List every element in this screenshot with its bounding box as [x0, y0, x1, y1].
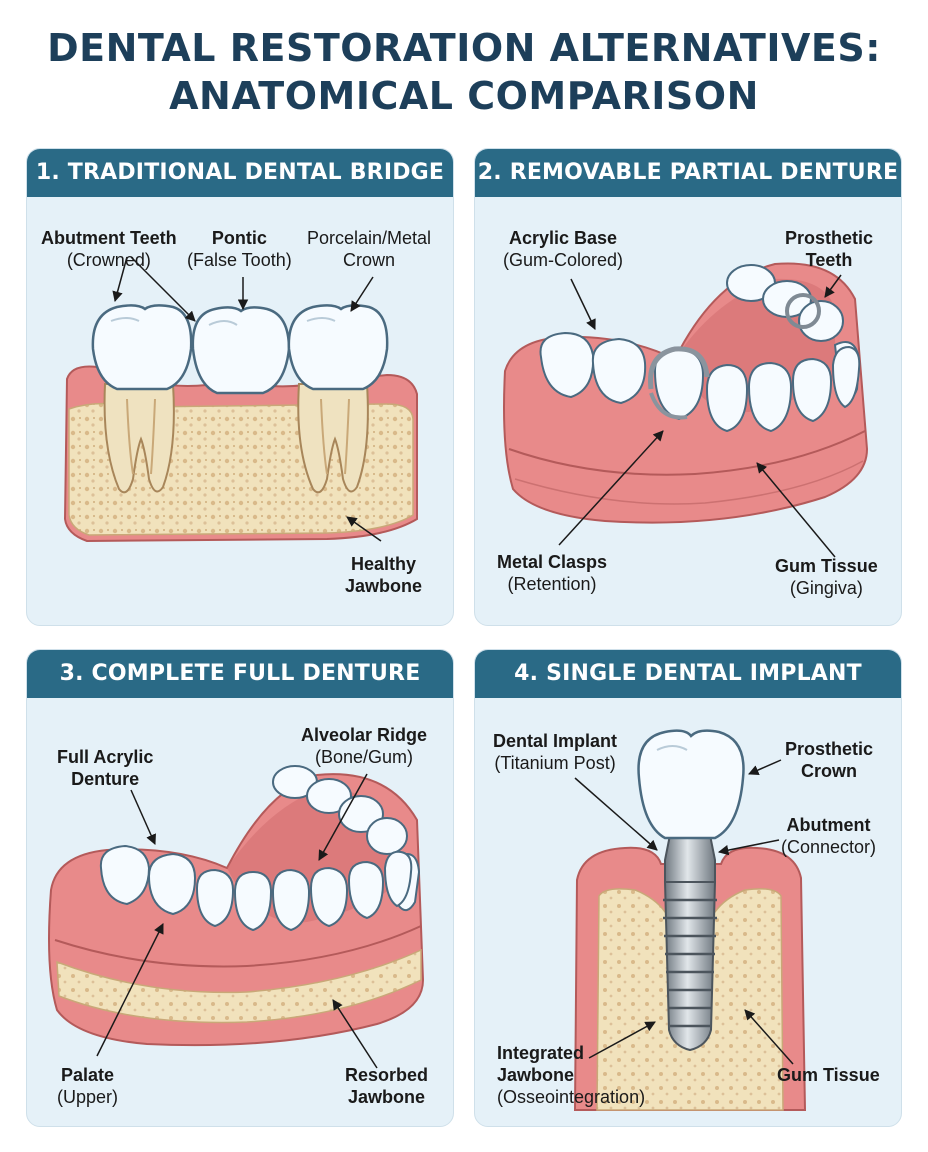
titanium-post [663, 881, 717, 1052]
panel-header-bridge: 1. TRADITIONAL DENTAL BRIDGE [27, 149, 453, 197]
clasp-back [785, 293, 821, 329]
abutment-root-left [103, 383, 175, 494]
page-title: DENTAL RESTORATION ALTERNATIVES: ANATOMI… [0, 24, 928, 120]
panel-header-implant: 4. SINGLE DENTAL IMPLANT [475, 650, 901, 698]
full-denture-illustration [48, 765, 425, 1069]
panel-header-partial-denture: 2. REMOVABLE PARTIAL DENTURE [475, 149, 901, 197]
denture-teeth-front [99, 844, 413, 932]
partial-denture-illustration [503, 262, 869, 558]
resorbed-jawbone [56, 948, 422, 1024]
prosthetic-crown [637, 729, 745, 840]
label-abutment: Abutment (Connector) [781, 815, 877, 857]
label-dental-implant: Dental Implant (Titanium Post) [493, 731, 618, 773]
label-full-acrylic-denture: Full Acrylic Denture [57, 747, 154, 789]
label-metal-clasps: Metal Clasps (Retention) [497, 552, 608, 594]
bridge-illustration [63, 256, 418, 543]
label-palate: Palate (Upper) [57, 1065, 119, 1107]
panel-dental-implant: 4. SINGLE DENTAL IMPLANT Dental Implant … [474, 649, 902, 1127]
abutment-crown-left [91, 304, 193, 391]
pontic-crown [191, 306, 291, 395]
prosthetic-teeth-front [539, 331, 861, 433]
label-abutment-teeth: Abutment Teeth (Crowned) [41, 228, 177, 270]
panel-header-full-denture: 3. COMPLETE FULL DENTURE [27, 650, 453, 698]
panel-full-denture: 3. COMPLETE FULL DENTURE Full Acrylic De… [26, 649, 454, 1127]
label-gum-tissue: Gum Tissue (Gingiva) [775, 556, 878, 598]
label-alveolar-ridge: Alveolar Ridge (Bone/Gum) [301, 725, 428, 767]
label-integrated-jawbone: Integrated Jawbone (Osseointegration) [497, 1043, 646, 1107]
metal-clasp [648, 346, 710, 390]
title-line-2: ANATOMICAL COMPARISON [169, 74, 759, 118]
panel-dental-bridge: 1. TRADITIONAL DENTAL BRIDGE Abutment Te… [26, 148, 454, 626]
label-acrylic-base: Acrylic Base (Gum-Colored) [503, 228, 624, 270]
abutment-root-right [297, 383, 369, 494]
label-healthy-jawbone: Healthy Jawbone [345, 554, 423, 596]
abutment-crown-right [287, 304, 389, 391]
label-pontic: Pontic (False Tooth) [187, 228, 292, 270]
label-gum-tissue-implant: Gum Tissue [777, 1065, 880, 1085]
label-resorbed-jawbone: Resorbed Jawbone [345, 1065, 429, 1107]
panel-partial-denture: 2. REMOVABLE PARTIAL DENTURE Acrylic Bas… [474, 148, 902, 626]
label-prosthetic-crown: Prosthetic Crown [785, 739, 874, 781]
implant-illustration [573, 729, 807, 1111]
label-porcelain-crown: Porcelain/Metal Crown [307, 228, 432, 270]
label-prosthetic-teeth: Prosthetic Teeth [785, 228, 874, 270]
title-line-1: DENTAL RESTORATION ALTERNATIVES: [47, 26, 881, 70]
